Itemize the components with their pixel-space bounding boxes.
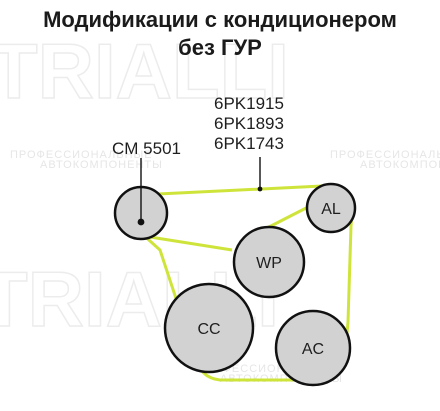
belt-code-1: 6PK1915 [214, 94, 284, 113]
pulley-cc: CC [163, 282, 255, 374]
pulley-label-wp: WP [256, 255, 282, 272]
leader-lines [140, 157, 263, 222]
watermark-text-line1-right: ПРОФЕССИОНАЛЬНЫЕ [330, 149, 440, 161]
belt-code-leader-dot [257, 186, 263, 192]
pulley-label-al: AL [321, 201, 341, 218]
page-title: Модификации с кондиционером без ГУР [0, 6, 440, 62]
title-line-1: Модификации с кондиционером [43, 7, 397, 32]
belt-code-3: 6PK1743 [214, 134, 284, 153]
watermark-logo: TRIALLI [0, 27, 289, 115]
watermark-text-line2: АВТОКОМПОНЕНТЫ [40, 159, 163, 171]
belt-codes: 6PK1915 6PK1893 6PK1743 [214, 94, 304, 154]
pulley-label-ac: AC [302, 341, 324, 358]
pulley-wp: WP [232, 225, 306, 299]
watermark-text-line2-right: АВТОКОМПОНЕНТЫ [360, 159, 440, 171]
title-line-2: без ГУР [178, 35, 262, 60]
watermark-text-line1: ПРОФЕССИОНАЛЬНЫЕ [10, 149, 153, 161]
pulley-al: AL [305, 182, 357, 234]
belt-tensioner-return [149, 235, 233, 252]
tensioner-code: CM 5501 [112, 139, 181, 158]
pulley-label-cc: CC [197, 321, 220, 338]
belt-inner-segment [266, 204, 311, 230]
pulley-ac: AC [274, 309, 352, 387]
belt-code-2: 6PK1893 [214, 114, 284, 133]
